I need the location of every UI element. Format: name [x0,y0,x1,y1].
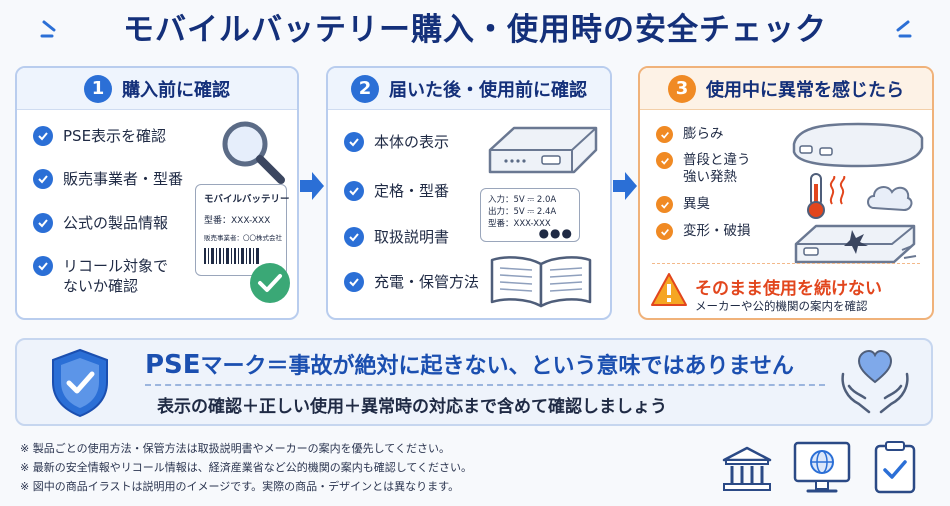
pse-statement: PSEマーク＝事故が絶対に起きない、という意味ではありません [145,348,794,380]
label-card-seller: 販売事業者：〇〇株式会社 [204,234,282,242]
abnormal-item-swelling: 膨らみ [656,126,724,143]
spec-model: 型番：XXX-XXX [488,219,551,229]
check-item-label: 本体の表示 [374,133,450,151]
heart-hands-icon [841,349,909,414]
panel-1-header: 1 購入前に確認 [17,68,297,110]
book-icon [490,256,592,308]
check-item-manual: 取扱説明書 [344,227,449,247]
check-icon [344,132,364,152]
step-number-1: 1 [84,74,112,103]
arrow-right-icon [613,172,637,200]
check-item-label: 取扱説明書 [374,228,450,246]
panel-before-purchase: 1 購入前に確認 PSE表示を確認 販売事業者・型番 公式の製品情報 リコール対… [15,66,299,320]
check-item-charging: 充電・保管方法 [344,272,479,292]
check-icon [33,213,53,233]
check-item-body-label: 本体の表示 [344,132,449,152]
abnormal-item-label: 異臭 [683,196,710,212]
abnormal-item-heat: 普段と違う 強い発熱 [656,152,751,186]
heat-line-2: 強い発熱 [683,169,737,185]
recall-line-2: ないか確認 [63,277,139,295]
check-item-official-info: 公式の製品情報 [33,213,168,233]
check-item-label-multiline: リコール対象で ないか確認 [63,256,168,296]
check-icon [656,126,673,143]
magnifier-icon [222,121,285,184]
footnote-1: ※ 製品ごとの使用方法・保管方法は取扱説明書やメーカーの案内を優先してください。 [20,442,450,455]
warning-subtext: メーカーや公的機関の案内を確認 [695,299,868,313]
warning-divider [652,263,920,264]
panel-3-header: 3 使用中に異常を感じたら [640,68,932,110]
abnormal-item-label: 膨らみ [683,126,724,142]
footnote-3: ※ 図中の商品イラストは説明用のイメージです。実際の商品・デザインとは異なります… [20,480,460,493]
abnormal-item-label: 変形・破損 [683,223,751,239]
heat-line-1: 普段と違う [683,152,751,168]
government-building-icon [722,446,772,491]
check-icon [344,227,364,247]
checklist-icon [874,441,916,494]
shield-icon [52,348,108,418]
step-number-2: 2 [351,74,379,103]
panel-1-heading: 購入前に確認 [122,79,230,101]
sparkle-left-icon [40,20,56,38]
check-item-rating: 定格・型番 [344,181,449,201]
pse-banner: PSEマーク＝事故が絶対に起きない、という意味ではありません 表示の確認＋正しい… [15,338,933,426]
arrow-right-icon [300,172,324,200]
footnote-2: ※ 最新の安全情報やリコール情報は、経済産業省など公的機関の案内も確認してくださ… [20,461,473,474]
check-item-label: 公式の製品情報 [63,214,169,232]
panel-3-heading: 使用中に異常を感じたら [706,79,904,101]
abnormal-item-deform: 変形・破損 [656,223,751,240]
page-title: モバイルバッテリー購入・使用時の安全チェック [123,12,827,48]
product-label-card: モバイルバッテリー 型番：XXX-XXX 販売事業者：〇〇株式会社 [195,184,290,276]
panel-after-delivery: 2 届いた後・使用前に確認 本体の表示 定格・型番 取扱説明書 充電・保管方法 … [326,66,612,320]
pse-divider [145,384,825,386]
step-number-3: 3 [668,74,696,103]
spec-input: 入力：5V ⎓ 2.0A [488,195,557,205]
heat-wave-icon [829,176,846,205]
pse-mark-text: PSE [145,350,201,380]
check-item-recall: リコール対象で ないか確認 [33,256,168,296]
smoke-icon [867,186,913,212]
check-item-label: 定格・型番 [374,182,450,200]
damaged-battery-icon [794,224,917,264]
footnotes: ※ 製品ごとの使用方法・保管方法は取扱説明書やメーカーの案内を優先してください。… [20,439,472,496]
spec-dots: ●●● [538,226,573,240]
check-icon [656,196,673,213]
check-item-seller: 販売事業者・型番 [33,169,183,189]
sparkle-right-icon [896,20,912,38]
check-icon [33,126,53,146]
panel-2-header: 2 届いた後・使用前に確認 [328,68,610,110]
warning-title: そのまま使用を続けない [695,279,882,299]
ok-check-badge-icon [250,263,290,303]
check-icon [344,181,364,201]
thermometer-icon [807,173,825,219]
check-icon [33,256,53,276]
abnormal-item-label-multiline: 普段と違う 強い発熱 [683,152,751,186]
warning-icon [651,273,687,306]
check-item-label: 販売事業者・型番 [63,170,184,188]
panel-during-use: 3 使用中に異常を感じたら 膨らみ 普段と違う 強い発熱 異臭 変形・破損 [638,66,934,320]
battery-icon [488,126,598,174]
check-item-pse: PSE表示を確認 [33,126,166,146]
label-card-title: モバイルバッテリー [204,194,290,205]
check-icon [33,169,53,189]
web-monitor-icon [793,441,851,493]
abnormal-item-odor: 異臭 [656,196,710,213]
check-icon [656,152,673,169]
panel-2-heading: 届いた後・使用前に確認 [389,79,587,101]
check-icon [656,223,673,240]
spec-label-card: 入力：5V ⎓ 2.0A 出力：5V ⎓ 2.4A 型番：XXX-XXX ●●● [480,188,580,242]
pse-subtitle: 表示の確認＋正しい使用＋異常時の対応まで含めて確認しましょう [157,397,667,417]
check-item-label: PSE表示を確認 [63,127,167,145]
barcode-icon [204,248,259,264]
pse-statement-text: マーク＝事故が絶対に起きない、という意味ではありません [200,354,794,379]
check-icon [344,272,364,292]
swollen-battery-icon [792,122,924,168]
label-card-model: 型番：XXX-XXX [204,216,271,226]
spec-output: 出力：5V ⎓ 2.4A [488,207,557,217]
recall-line-1: リコール対象で [63,257,169,275]
check-item-label: 充電・保管方法 [374,273,480,291]
